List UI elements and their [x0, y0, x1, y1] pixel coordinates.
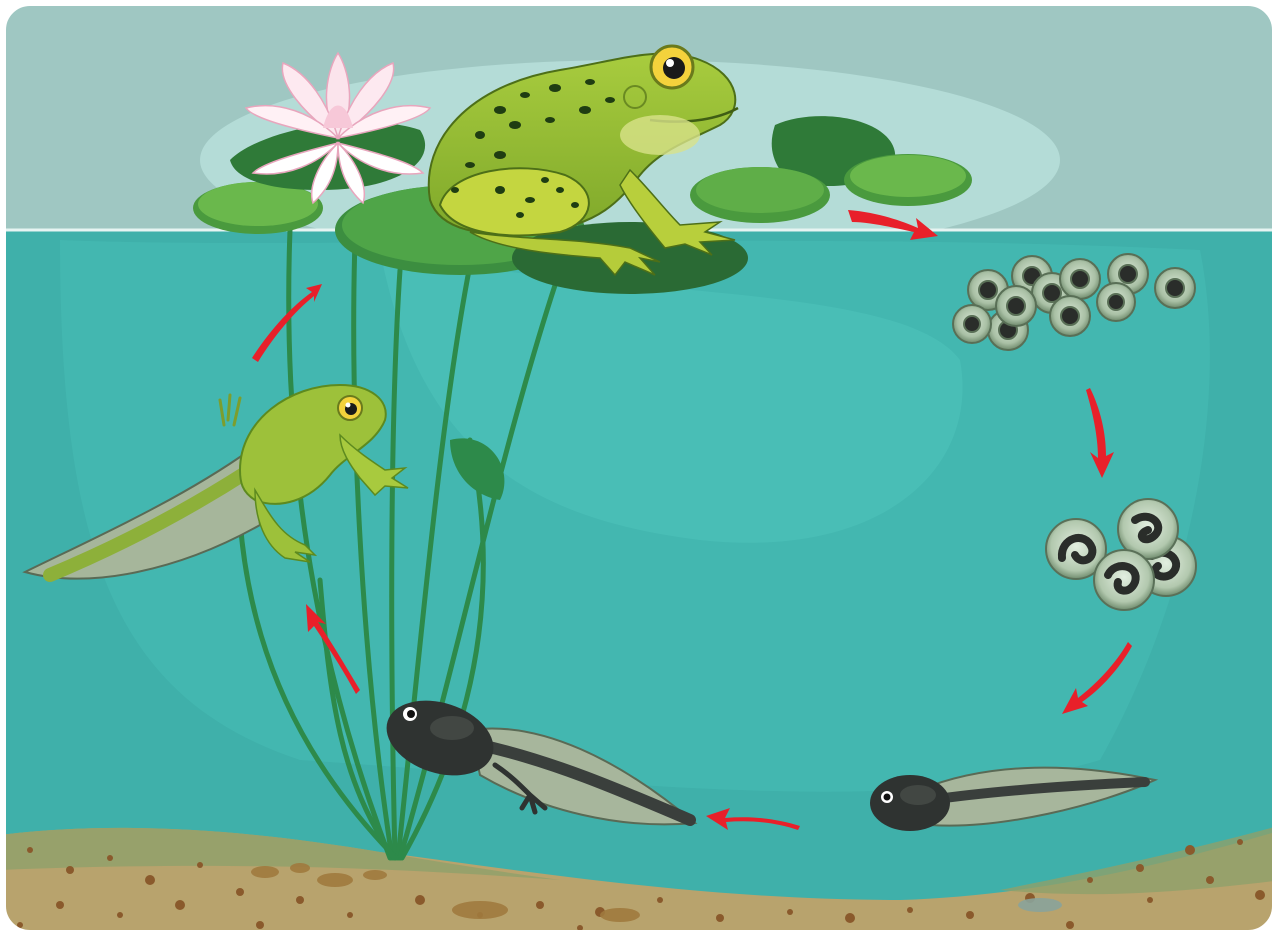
lily-pad-left: [193, 182, 323, 234]
lily-pad-right: [844, 154, 972, 206]
adult-frog-throat: [620, 115, 700, 155]
